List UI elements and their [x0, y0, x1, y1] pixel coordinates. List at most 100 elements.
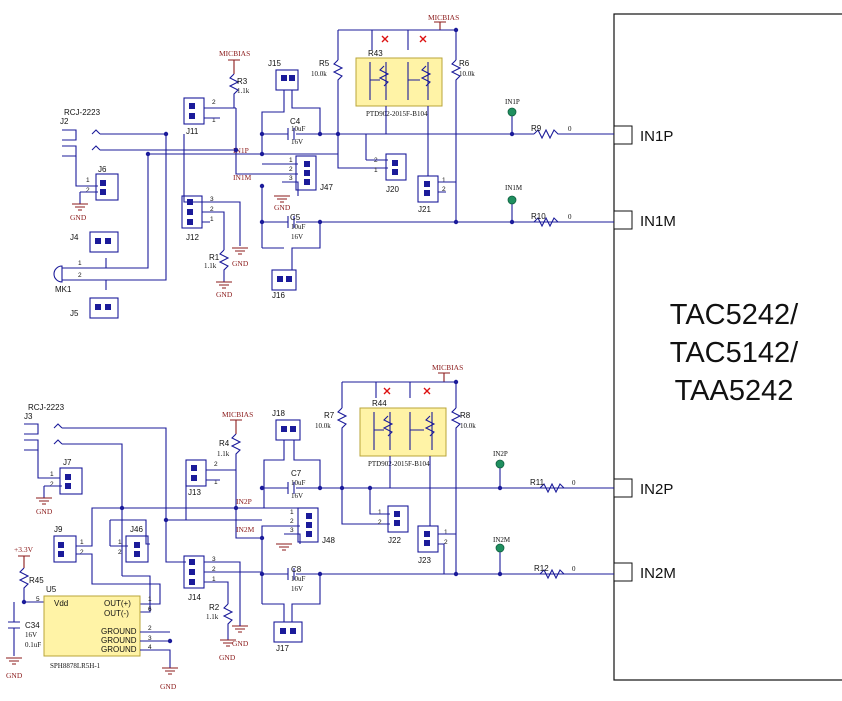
pin-num: 1	[290, 509, 294, 516]
net-in1p-label: IN1P	[233, 146, 249, 155]
capacitor-c4	[262, 128, 338, 140]
label-r11: R11	[530, 478, 545, 487]
chip-pin-in2m	[613, 562, 633, 582]
net-micbias-1: MICBIAS	[219, 49, 250, 58]
value-r12: 0	[572, 565, 576, 573]
testpoint-label-in2p: IN2P	[493, 450, 508, 458]
pin-num: 3	[212, 556, 216, 563]
label-j14: J14	[188, 593, 201, 602]
pin-num: 1	[289, 157, 293, 164]
testpoint-in1p	[507, 107, 517, 117]
net-in1m-label: IN1M	[233, 173, 252, 182]
pin-num: 2	[78, 272, 82, 279]
testpoint-label-in1m: IN1M	[505, 184, 523, 192]
jack-j3-contacts	[53, 423, 63, 445]
label-mk1: MK1	[55, 285, 72, 294]
testpoint-in2p	[495, 459, 505, 469]
label-j47: J47	[320, 183, 333, 192]
pin-num: 1	[86, 177, 90, 184]
resistor-r3	[228, 73, 240, 108]
label-r5: R5	[319, 59, 330, 68]
label-j18: J18	[272, 409, 285, 418]
pin-num: 2	[212, 566, 216, 573]
value-c7-cap: 10uF	[291, 479, 306, 487]
pin-num: 6	[148, 606, 152, 613]
value-c5-volt: 16V	[291, 233, 303, 241]
label-j13: J13	[188, 488, 201, 497]
value-c8-volt: 16V	[291, 585, 303, 593]
label-j5: J5	[70, 309, 79, 318]
u5-pin-ground-3: GROUND	[101, 645, 137, 654]
resistor-r10	[533, 216, 559, 228]
dnp-markers-r44	[383, 387, 431, 395]
header-j20	[385, 153, 407, 181]
label-u5: U5	[46, 585, 57, 594]
label-j22: J22	[388, 536, 401, 545]
pin-num: 4	[148, 644, 152, 651]
net-gnd: GND	[219, 653, 236, 662]
resistor-r12	[539, 568, 565, 580]
resistor-r9	[533, 128, 572, 140]
value-r6: 10.0k	[459, 70, 475, 78]
port-label-in2m: IN2M	[640, 565, 676, 582]
port-label-in2p: IN2P	[640, 481, 673, 498]
testpoint-label-in2m: IN2M	[493, 536, 511, 544]
value-r11: 0	[572, 479, 576, 487]
resistor-r7	[336, 407, 382, 525]
resistor-r1	[218, 249, 230, 282]
resistor-r6	[450, 59, 462, 222]
pin-num: 1	[50, 471, 54, 478]
label-j21: J21	[418, 205, 431, 214]
testpoint-in1m	[507, 195, 517, 205]
net-gnd: GND	[232, 259, 249, 268]
pin-num: 1	[78, 260, 82, 267]
label-r45: R45	[29, 576, 44, 585]
capacitor-c7	[262, 482, 614, 494]
resistor-r2	[222, 603, 234, 640]
pin-num: 2	[118, 549, 122, 556]
value-r8: 10.0k	[460, 422, 476, 430]
header-j5	[89, 297, 119, 319]
label-r43: R43	[368, 49, 383, 58]
net-in2p-label: IN2P	[236, 497, 252, 506]
label-j12: J12	[186, 233, 199, 242]
pin-num: 1	[210, 216, 214, 223]
testpoint-in2m	[495, 543, 505, 553]
pin-num: 1	[378, 509, 382, 516]
chip-name-line-2: TAC5142/	[670, 337, 799, 369]
header-j21	[417, 175, 439, 203]
label-j16: J16	[272, 291, 285, 300]
label-rcj-1: RCJ-2223	[64, 108, 101, 117]
label-r8: R8	[460, 411, 471, 420]
label-r9: R9	[531, 124, 542, 133]
label-j11: J11	[186, 127, 199, 136]
net-micbias-4: MICBIAS	[432, 363, 463, 372]
label-j23: J23	[418, 556, 431, 565]
net-gnd: GND	[160, 682, 177, 691]
net-in2m-label: IN2M	[236, 525, 255, 534]
label-r3: R3	[237, 77, 248, 86]
pin-num: 2	[378, 519, 382, 526]
label-j48: J48	[322, 536, 335, 545]
label-j3: J3	[24, 412, 33, 421]
net-micbias-3: MICBIAS	[222, 410, 253, 419]
chip-pin-in2p	[613, 478, 633, 498]
capacitor-c34	[8, 602, 20, 656]
net-micbias-2: MICBIAS	[428, 13, 459, 22]
value-r7: 10.0k	[315, 422, 331, 430]
label-c8: C8	[291, 565, 302, 574]
header-j9	[53, 535, 77, 563]
pin-num: 2	[50, 481, 54, 488]
label-c5: C5	[290, 213, 301, 222]
pin-num: 1	[212, 576, 216, 583]
pin-num: 2	[80, 549, 84, 556]
label-j7: J7	[63, 458, 72, 467]
resistor-r8	[450, 407, 462, 574]
pin-num: 1	[374, 167, 378, 174]
label-j6: J6	[98, 165, 107, 174]
dnp-markers-r43	[381, 35, 427, 43]
u5-pin-ground-1: GROUND	[101, 627, 137, 636]
header-j7	[59, 467, 83, 495]
chip-name-line-1: TAC5242/	[670, 299, 799, 331]
